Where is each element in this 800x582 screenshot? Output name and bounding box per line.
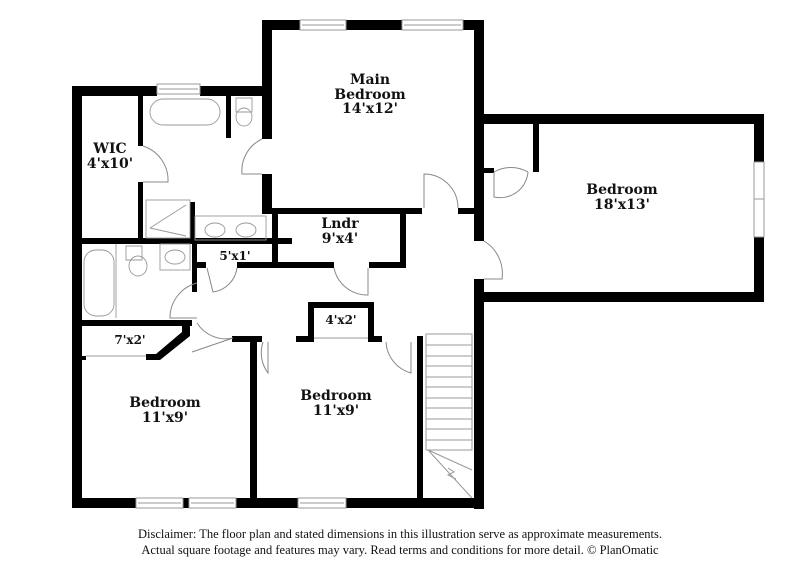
disclaimer-line-2: Actual square footage and features may v…: [141, 543, 659, 557]
room-label-laundry: Lndr 9'x4': [290, 217, 390, 246]
windows: [135, 19, 765, 509]
room-name: WIC: [93, 141, 127, 157]
disclaimer: Disclaimer: The floor plan and stated di…: [0, 526, 800, 558]
room-label-linen-closet: 5'x1': [210, 250, 260, 263]
room-name: Main: [349, 72, 391, 88]
walls: [72, 20, 764, 509]
room-dimensions: 5'x1': [219, 249, 251, 263]
disclaimer-line-1: Disclaimer: The floor plan and stated di…: [138, 527, 662, 541]
room-label-closet-sw: 7'x2': [100, 334, 160, 347]
room-label-bedroom-east: Bedroom 18'x13': [572, 183, 672, 212]
room-name: Lndr: [321, 216, 359, 232]
room-dimensions: 4'x10': [86, 155, 134, 172]
room-label-closet-mid: 4'x2': [314, 314, 368, 327]
room-label-bedroom-sw: Bedroom 11'x9': [115, 396, 215, 425]
room-dimensions: 18'x13': [594, 196, 650, 213]
room-dimensions: 9'x4': [321, 230, 359, 247]
room-label-bedroom-mid: Bedroom 11'x9': [286, 389, 386, 418]
room-name: Bedroom: [129, 395, 201, 411]
room-name: Bedroom: [300, 388, 372, 404]
room-dimensions: 11'x9': [141, 409, 189, 426]
room-dimensions: 11'x9': [312, 402, 360, 419]
stairs: [425, 333, 473, 499]
room-dimensions: 7'x2': [114, 333, 146, 347]
room-dimensions: 4'x2': [325, 313, 357, 327]
room-dimensions: 14'x12': [342, 101, 398, 118]
room-name: Bedroom: [334, 86, 406, 103]
room-name: Bedroom: [586, 182, 658, 198]
doors: [142, 138, 529, 375]
room-label-wic: WIC 4'x10': [82, 142, 138, 171]
fixtures: [83, 97, 368, 357]
room-label-main-bedroom: Main Bedroom 14'x12': [320, 73, 420, 117]
